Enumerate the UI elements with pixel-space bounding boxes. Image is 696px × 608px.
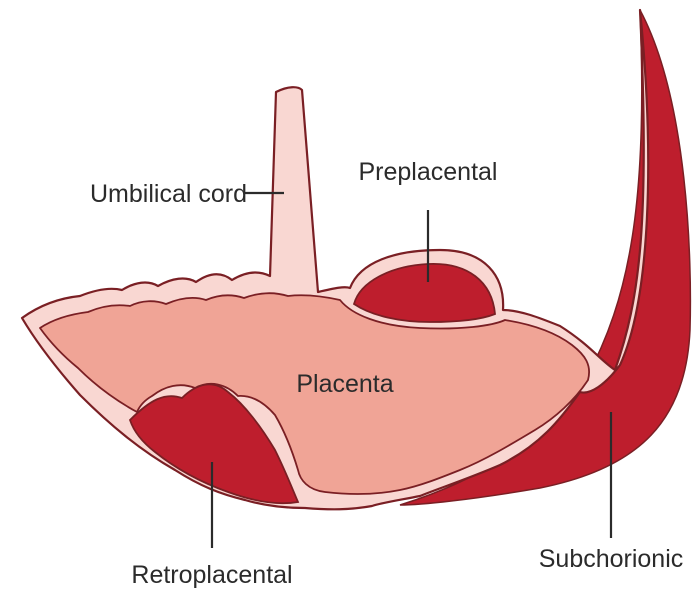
umbilical-cord-label: Umbilical cord bbox=[90, 180, 247, 208]
placenta-label: Placenta bbox=[296, 370, 393, 398]
preplacental-label: Preplacental bbox=[359, 158, 498, 186]
subchorionic-label: Subchorionic bbox=[539, 545, 684, 573]
retroplacental-label: Retroplacental bbox=[131, 561, 292, 589]
